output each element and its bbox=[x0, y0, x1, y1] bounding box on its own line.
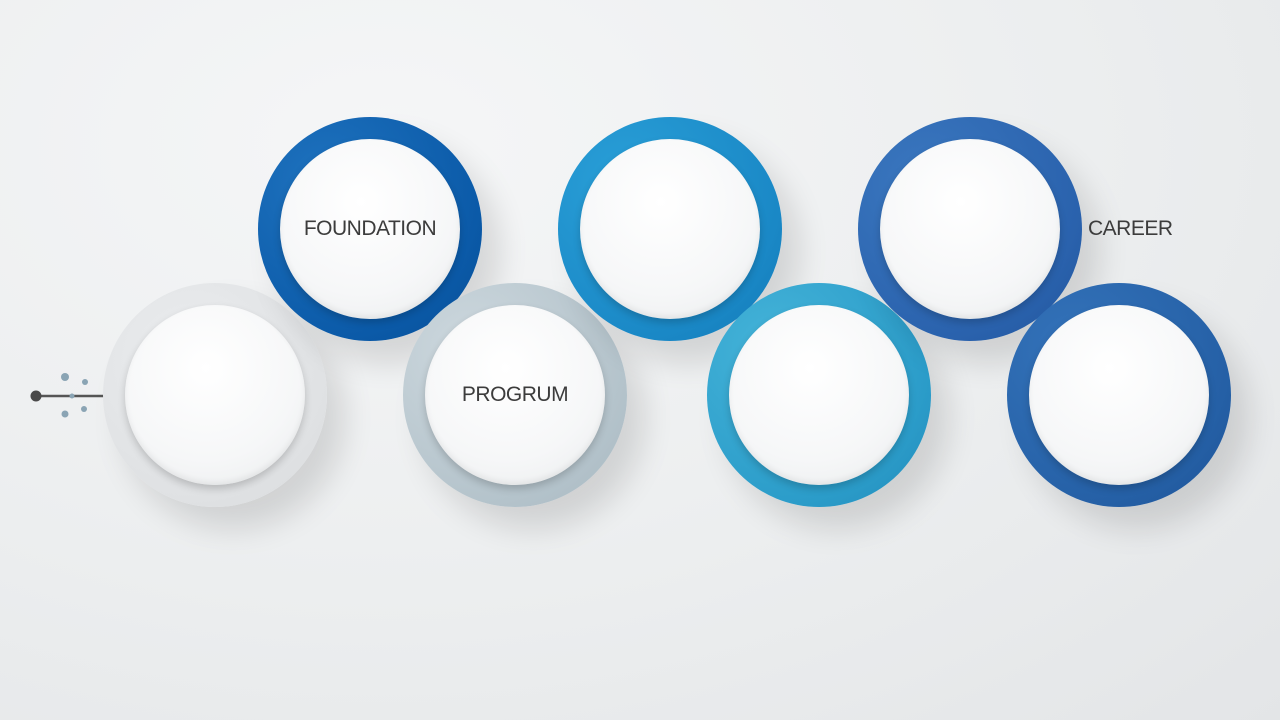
foundation-label: FOUNDATION bbox=[303, 217, 437, 240]
sparkle-dot bbox=[69, 393, 75, 399]
circle-face bbox=[125, 305, 305, 485]
circle-label bbox=[1029, 305, 1209, 485]
step-circle-foundation: FOUNDATION bbox=[258, 117, 482, 341]
circle-label bbox=[580, 139, 760, 319]
circle-label bbox=[880, 139, 1060, 319]
circle-face bbox=[880, 139, 1060, 319]
sparkle-dots bbox=[61, 373, 88, 418]
circle-face bbox=[1029, 305, 1209, 485]
sparkle-dot bbox=[82, 379, 88, 385]
sparkle-dot bbox=[61, 373, 69, 381]
step-circle-progrum: PROGRUM bbox=[403, 283, 627, 507]
step-circle-1 bbox=[103, 283, 327, 507]
step-circle-6 bbox=[858, 117, 1082, 341]
circle-label bbox=[729, 305, 909, 485]
step-circle-4 bbox=[558, 117, 782, 341]
sparkle-dot bbox=[81, 406, 87, 412]
progrum-label: PROGRUM bbox=[461, 383, 569, 406]
sparkle-dot bbox=[61, 410, 69, 418]
circle-face bbox=[580, 139, 760, 319]
circle-face: FOUNDATION bbox=[280, 139, 460, 319]
career-label: CAREER bbox=[1088, 217, 1173, 240]
step-circle-5 bbox=[707, 283, 931, 507]
circle-face: PROGRUM bbox=[425, 305, 605, 485]
circle-label bbox=[125, 305, 305, 485]
step-circle-7 bbox=[1007, 283, 1231, 507]
circle-face bbox=[729, 305, 909, 485]
connector-end-dot bbox=[30, 390, 42, 402]
